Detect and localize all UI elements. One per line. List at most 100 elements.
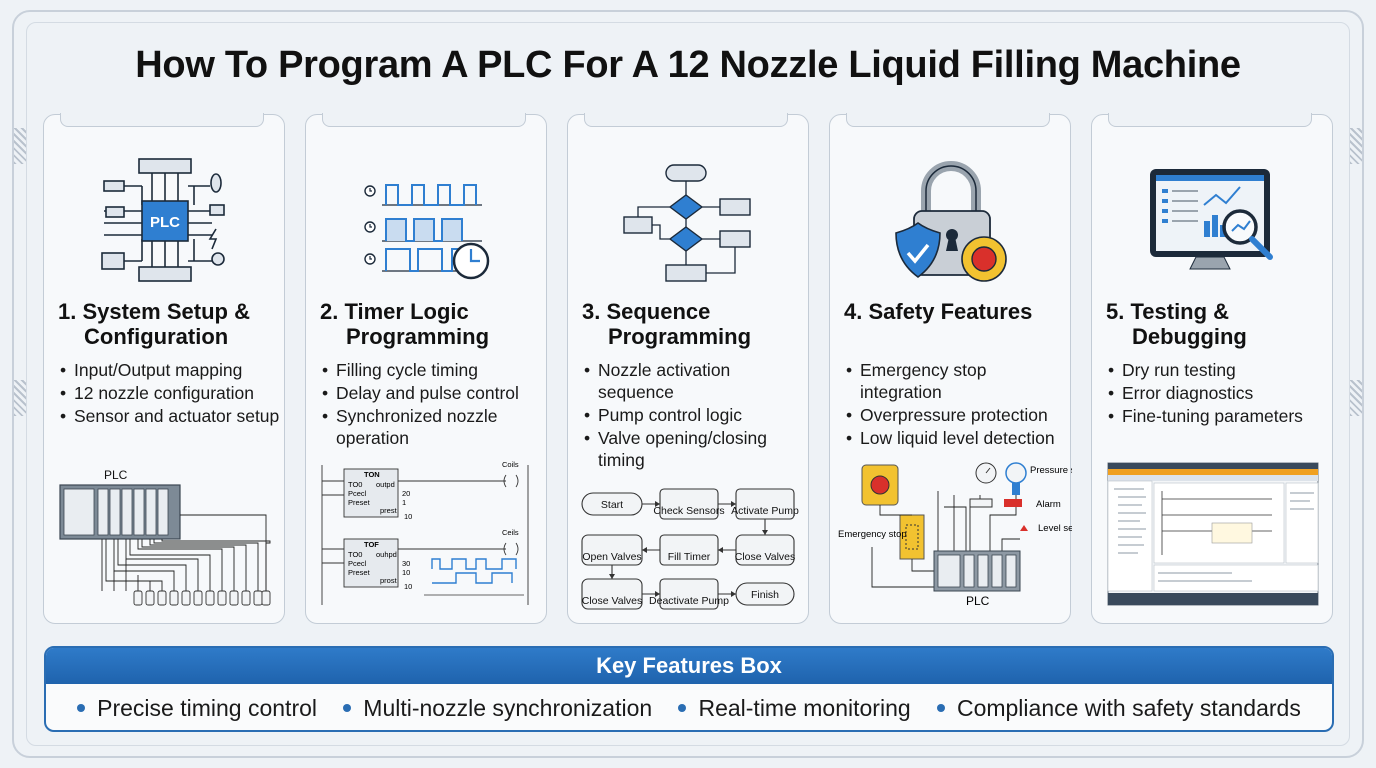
monitor-magnifier-icon [1092, 145, 1334, 285]
illustration-label: TO0 [348, 550, 362, 559]
bullet-item: Delay and pulse control [320, 382, 546, 404]
key-feature-item: Compliance with safety standards [936, 694, 1301, 722]
lock-shield-icon [830, 145, 1072, 285]
bullet-item: Low liquid level detection [844, 427, 1070, 449]
bullet-item: Synchronized nozzle operation [320, 405, 546, 449]
text-label: Programming [608, 324, 752, 349]
bullet-item: Pump control logic [582, 404, 808, 426]
flow-step: Finish [751, 589, 779, 601]
frame-hatch [1350, 128, 1362, 164]
plc-wiring-illustration: PLC [44, 455, 286, 615]
flow-step: Open Valves [582, 551, 641, 563]
illustration-label: 1 [402, 498, 406, 507]
illustration-label: TO0 [348, 480, 362, 489]
sequence-flow-illustration: Start Check Sensors Activate Pump Open V… [568, 455, 810, 615]
card-tab [60, 113, 264, 127]
inner-frame [26, 22, 1350, 746]
frame-hatch [14, 380, 26, 416]
bullet-list: Dry run testing Error diagnostics Fine-t… [1106, 359, 1332, 428]
key-features-box: Key Features Box Precise timing control … [44, 646, 1334, 732]
bullet-list: Nozzle activation sequence Pump control … [582, 359, 808, 472]
illustration-label: Pcecl [348, 559, 367, 568]
card-tab [1108, 113, 1312, 127]
card-tab [322, 113, 526, 127]
page-title: How To Program A PLC For A 12 Nozzle Liq… [135, 44, 1241, 86]
card-sequence: 3. Sequence Programming Nozzle activatio… [567, 113, 810, 624]
card-tab [846, 113, 1050, 127]
card-title: 5. Testing & Debugging [1106, 299, 1330, 349]
key-feature-item: Multi-nozzle synchronization [343, 695, 652, 722]
flow-step: Activate Pump [731, 505, 799, 517]
bullet-item: Input/Output mapping [58, 359, 284, 381]
safety-wiring-illustration: Emergency stop Pressure sensor Alarm Lev… [830, 455, 1099, 615]
text-label: Multi-nozzle synchronization [363, 694, 653, 721]
illustration-label: TOF [364, 540, 379, 549]
flowchart-icon [568, 145, 810, 285]
bullet-item: Sensor and actuator setup [58, 405, 284, 427]
text-label: Compliance with safety standards [956, 694, 1301, 721]
text-label: Programming [346, 324, 490, 349]
ide-screenshot-illustration [1092, 455, 1334, 615]
illustration-label: TON [364, 470, 380, 479]
text-label: 3. Sequence [582, 299, 711, 324]
illustration-label: prost [380, 576, 398, 585]
level-sensor-label: Level sensor [1038, 523, 1072, 534]
key-feature-item: Precise timing control [77, 695, 317, 722]
bullet-item: 12 nozzle configuration [58, 382, 284, 404]
card-timer-logic: 2. Timer Logic Programming Filling cycle… [305, 113, 548, 624]
illustration-label: prest [380, 506, 398, 515]
illustration-label: Coils [502, 460, 519, 469]
illustration-label: Preset [348, 498, 371, 507]
plc-illus-label: PLC [104, 468, 128, 482]
card-testing: 5. Testing & Debugging Dry run testing E… [1091, 113, 1334, 624]
bullet-item: Filling cycle timing [320, 359, 546, 381]
illustration-label: Pcecl [348, 489, 367, 498]
bullet-dot-icon [678, 704, 687, 712]
illustration-label: Ceils [502, 528, 519, 537]
frame-hatch [1350, 380, 1362, 416]
illustration-label: 30 [402, 559, 410, 568]
illustration-label: 20 [402, 489, 410, 498]
text-label: 5. Testing & [1106, 299, 1230, 324]
bullet-dot-icon [936, 704, 945, 712]
text-label: Configuration [84, 324, 229, 349]
illustration-label: 10 [404, 582, 412, 591]
bullet-list: Filling cycle timing Delay and pulse con… [320, 359, 546, 450]
timer-waveform-icon [306, 145, 548, 285]
illustration-label: Preset [348, 568, 371, 577]
bullet-item: Nozzle activation sequence [582, 359, 808, 403]
flow-step: Close Valves [582, 595, 643, 607]
frame-hatch [14, 128, 26, 164]
plc-safety-label: PLC [966, 594, 990, 608]
bullet-item: Fine-tuning parameters [1106, 405, 1332, 427]
illustration-label: 10 [404, 512, 412, 521]
card-title: 2. Timer Logic Programming [320, 299, 544, 349]
pressure-sensor-label: Pressure sensor [1030, 465, 1072, 476]
text-label: 1. System Setup & [58, 299, 250, 324]
plc-icon-label: PLC [150, 214, 180, 231]
flow-step: Check Sensors [653, 505, 724, 517]
flow-step: Close Valves [735, 551, 796, 563]
card-title: 4. Safety Features [844, 299, 1068, 324]
flow-step: Fill Timer [668, 551, 711, 563]
bullet-item: Overpressure protection [844, 404, 1070, 426]
text-label: 2. Timer Logic [320, 299, 469, 324]
key-features-heading: Key Features Box [46, 648, 1332, 684]
bullet-item: Emergency stop integration [844, 359, 1070, 403]
bullet-item: Valve opening/closing timing [582, 427, 808, 471]
flow-step: Deactivate Pump [649, 595, 729, 607]
card-system-setup: PLC 1. System Setup & Configuration Inpu… [43, 113, 286, 624]
text-label: Real-time monitoring [698, 694, 911, 721]
text-label: Debugging [1132, 324, 1247, 349]
bullet-dot-icon [77, 704, 86, 712]
alarm-label: Alarm [1036, 499, 1061, 510]
bullet-list: Input/Output mapping 12 nozzle configura… [58, 359, 284, 428]
flow-step: Start [601, 499, 623, 511]
text-label: 4. Safety Features [844, 299, 1033, 324]
text-label: Precise timing control [97, 694, 317, 721]
bullet-list: Emergency stop integration Overpressure … [844, 359, 1070, 450]
card-title: 3. Sequence Programming [582, 299, 806, 349]
key-feature-item: Real-time monitoring [678, 694, 911, 722]
illustration-label: outpd [376, 480, 395, 489]
plc-io-icon: PLC [44, 145, 286, 285]
